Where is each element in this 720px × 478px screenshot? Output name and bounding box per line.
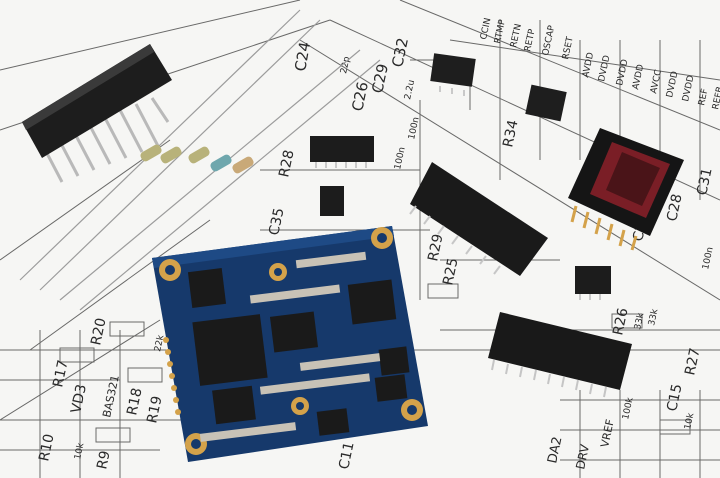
resistors: [19, 9, 381, 311]
ref-label: DRV: [573, 442, 592, 470]
image-sensor-chip: [568, 128, 684, 251]
ref-label: C11: [336, 441, 357, 471]
value-label: 22k: [153, 333, 166, 352]
pin-label: AVCC: [649, 69, 664, 95]
pin-label: OSCAP: [541, 24, 557, 57]
ref-label: C28: [664, 193, 685, 223]
value-label: 10k: [73, 441, 86, 460]
value-label: 100n: [407, 116, 422, 140]
pcb-board: [152, 226, 428, 462]
pin-label: DVDD: [615, 58, 630, 86]
ref-label: R20: [88, 317, 109, 347]
ref-label: R26: [610, 306, 631, 336]
pin-label: DVDD: [681, 74, 696, 102]
ref-label: C26: [348, 80, 372, 113]
sot-transistor: [320, 186, 344, 216]
pin-label: DVDD: [597, 54, 612, 82]
value-label: 100k: [621, 396, 636, 421]
value-label: 33k: [633, 311, 646, 330]
value-label: 10k: [683, 411, 696, 430]
small-soic-chip: [525, 84, 567, 122]
pin-label: RETN: [509, 23, 524, 49]
ref-label: BAS321: [100, 374, 122, 419]
ref-label: R10: [36, 433, 57, 463]
ref-label: R34: [500, 118, 521, 148]
ref-label: C32: [388, 36, 412, 69]
ref-label: DA2: [545, 435, 565, 464]
ref-label: C29: [368, 62, 392, 95]
soic-chip-large: [488, 312, 632, 398]
value-label: 2.2u: [403, 79, 417, 101]
ref-label: R17: [50, 359, 71, 389]
soic-chip-mid: [310, 136, 374, 168]
pin-label: RTMP: [493, 18, 508, 44]
pin-label: AVDD: [581, 51, 596, 78]
pin-label: RSET: [561, 35, 576, 60]
ref-label: R18: [124, 387, 145, 417]
value-label: 100n: [701, 246, 716, 270]
ref-label: R19: [144, 395, 165, 425]
ref-label: R28: [276, 149, 297, 179]
ref-label: R27: [682, 347, 703, 377]
ref-label: R25: [440, 257, 461, 287]
ref-label: VREF: [598, 418, 617, 449]
pin-label: DVDD: [665, 70, 680, 98]
value-label: 22p: [339, 55, 352, 74]
ref-label: C24: [291, 40, 314, 72]
schematic-labels: C24 C26 C29 C32 R28 C35 R29 R25 R34 R20 …: [36, 17, 720, 471]
pin-label: REFB: [711, 86, 720, 111]
small-chip-right: [575, 266, 611, 300]
value-label: 33k: [647, 307, 660, 326]
ref-label: C15: [664, 383, 685, 413]
ref-label: C35: [266, 207, 287, 237]
ref-label: R29: [425, 233, 446, 263]
sot-chip-top: [430, 53, 476, 96]
soic-chip-diagonal: [409, 162, 548, 276]
ref-label: C31: [694, 167, 715, 197]
ref-label: R9: [94, 449, 114, 471]
pin-label: RETP: [523, 28, 538, 53]
pin-label: REF: [697, 88, 710, 107]
dip-ic-chip: [22, 44, 172, 183]
value-label: 100n: [393, 146, 408, 170]
ref-label: VD3: [68, 383, 90, 415]
pin-label: CCIN: [479, 17, 493, 41]
